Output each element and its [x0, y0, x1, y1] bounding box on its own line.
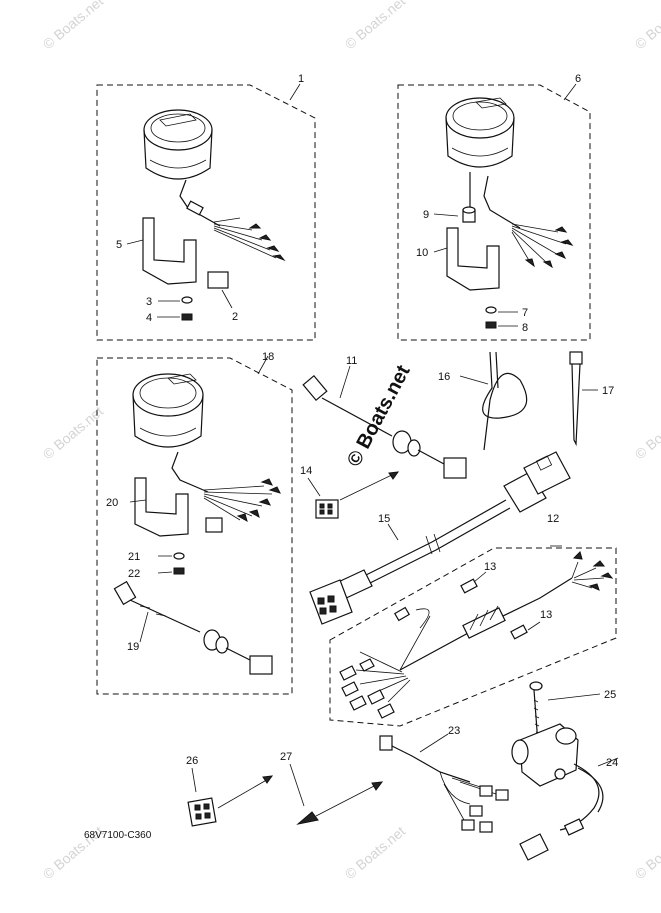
watermark: © Boats.net — [40, 403, 107, 462]
washer-icon — [485, 306, 497, 314]
sensor-icon — [113, 580, 273, 675]
part-label-12: 12 — [547, 513, 559, 525]
part-label-20: 20 — [106, 497, 118, 509]
part-label-22: 22 — [128, 568, 140, 580]
part-27: 27 — [280, 751, 384, 825]
gauge-icon — [445, 97, 515, 168]
part-label-15: 15 — [378, 513, 390, 525]
washer-icon — [173, 552, 185, 560]
sensor-icon: 24 — [511, 723, 618, 861]
group-18-border — [96, 357, 293, 695]
group-12: 12 13 13 — [329, 513, 617, 727]
part-label-26: 26 — [186, 755, 198, 767]
bracket-icon — [446, 227, 500, 291]
part-label-18: 18 — [262, 351, 274, 363]
part-label-16: 16 — [438, 371, 450, 383]
watermark: © Boats.net — [342, 0, 409, 52]
part-label-2: 2 — [232, 311, 238, 323]
cable-icon — [351, 499, 507, 583]
connector-icon — [187, 797, 217, 827]
part-14: 14 — [300, 465, 400, 519]
group-6-border — [397, 84, 591, 341]
part-23: 23 — [379, 725, 509, 833]
part-label-9: 9 — [423, 209, 429, 221]
group-12-border — [329, 547, 617, 727]
cable-icon — [179, 179, 221, 227]
watermark: © Boats.net — [40, 0, 107, 52]
part-label-1: 1 — [298, 73, 304, 85]
gauge-icon — [143, 109, 213, 180]
diagram-code: 68V7100-C360 — [84, 830, 152, 841]
nut-icon — [181, 313, 193, 321]
part-label-17: 17 — [602, 385, 614, 397]
gauge-icon — [132, 373, 204, 448]
part-label-21: 21 — [128, 551, 140, 563]
part-label-23: 23 — [448, 725, 460, 737]
part-label-6: 6 — [575, 73, 581, 85]
watermark: © Boats.net — [632, 823, 661, 882]
cable-icon — [399, 577, 573, 671]
part-label-19: 19 — [127, 641, 139, 653]
cable-icon — [469, 172, 521, 229]
part-label-4: 4 — [146, 312, 152, 324]
connector-icon — [503, 451, 571, 513]
bracket-icon — [142, 217, 197, 285]
washer-icon — [181, 296, 193, 304]
nut-icon — [173, 567, 185, 575]
watermark: © Boats.net — [632, 0, 661, 52]
connector-icon — [205, 517, 223, 533]
bracket-icon — [134, 477, 189, 537]
part-label-14: 14 — [300, 465, 312, 477]
nut-icon — [485, 321, 497, 329]
part-label-5: 5 — [116, 239, 122, 251]
connector-icon — [309, 569, 373, 625]
part-11: 11 — [302, 355, 467, 479]
connector-icon — [315, 499, 339, 519]
group-6: 6 7 8 9 10 — [397, 73, 591, 341]
group-1: 1 2 3 4 5 — [96, 73, 316, 341]
part-label-13b: 13 — [540, 609, 552, 621]
part-label-13a: 13 — [484, 561, 496, 573]
part-label-11: 11 — [346, 355, 357, 367]
cable-icon — [171, 451, 209, 493]
connector-icon — [207, 271, 229, 289]
part-15: 15 — [309, 451, 571, 625]
tube-icon: 16 — [438, 351, 528, 451]
part-label-10: 10 — [416, 247, 428, 259]
part-label-24: 24 — [606, 757, 618, 769]
watermark: © Boats.net — [342, 823, 409, 882]
watermark: © Boats.net — [632, 403, 661, 462]
part-label-25: 25 — [604, 689, 616, 701]
part-label-8: 8 — [522, 322, 528, 334]
part-label-3: 3 — [146, 296, 152, 308]
part-label-7: 7 — [522, 307, 528, 319]
part-26: 26 — [186, 755, 274, 827]
part-label-27: 27 — [280, 751, 292, 763]
group-18: 18 19 20 21 22 — [96, 351, 293, 695]
tie-wrap-icon: 17 — [569, 351, 614, 447]
